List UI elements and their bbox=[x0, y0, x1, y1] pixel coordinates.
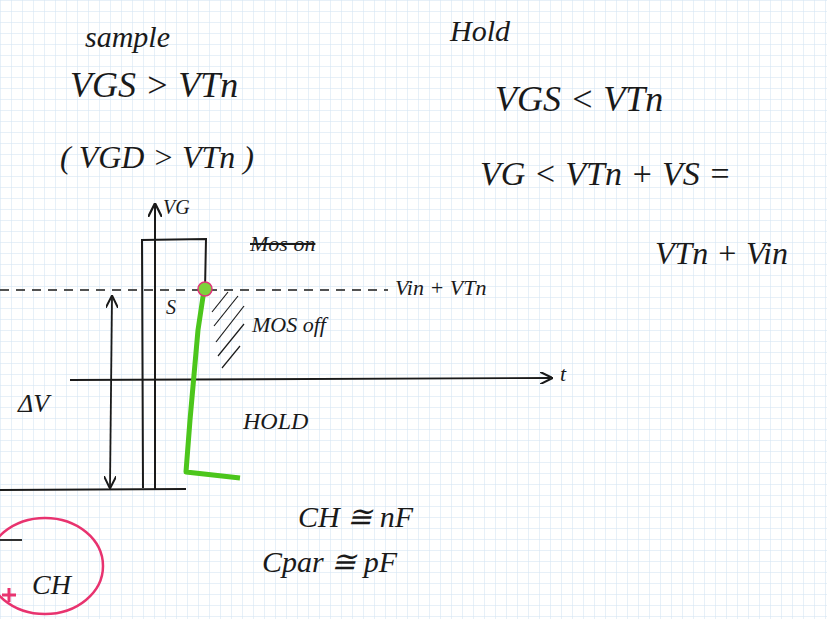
capacitance-note: Cpar ≅ pF bbox=[262, 545, 397, 578]
vertical-axis bbox=[154, 206, 156, 490]
falling-edge bbox=[186, 290, 240, 478]
condition-formula: VG < VTn + VS = bbox=[480, 155, 731, 192]
axis-label: VG bbox=[163, 196, 190, 218]
condition-formula: VGS > VTn bbox=[70, 66, 238, 106]
condition-formula: VGS < VTn bbox=[495, 80, 663, 120]
state-label: Mos on bbox=[250, 232, 315, 256]
capacitance-note: CH ≅ nF bbox=[298, 500, 413, 533]
hatching bbox=[212, 292, 244, 368]
delta-label: ΔV bbox=[18, 390, 49, 419]
plus-sign bbox=[2, 588, 16, 602]
level-label: Vin + VTn bbox=[395, 276, 486, 300]
fraction-bar bbox=[0, 539, 22, 541]
delta-v-arrow bbox=[110, 298, 112, 486]
phase-label: HOLD bbox=[243, 408, 308, 434]
node-text: CH bbox=[32, 569, 71, 600]
phase-heading: Hold bbox=[450, 14, 510, 47]
condition-formula: ( VGD > VTn ) bbox=[60, 140, 254, 175]
threshold-level bbox=[0, 289, 388, 290]
phase-marker: S bbox=[166, 296, 176, 318]
state-label: MOS off bbox=[252, 313, 326, 337]
baseline bbox=[0, 489, 186, 490]
condition-formula: VTn + Vin bbox=[655, 236, 788, 271]
axis-label: t bbox=[560, 362, 566, 386]
phase-heading: sample bbox=[85, 20, 170, 53]
highlight-circle bbox=[0, 518, 103, 614]
circled-term: CH bbox=[28, 568, 75, 603]
switch-off-point bbox=[198, 282, 212, 296]
